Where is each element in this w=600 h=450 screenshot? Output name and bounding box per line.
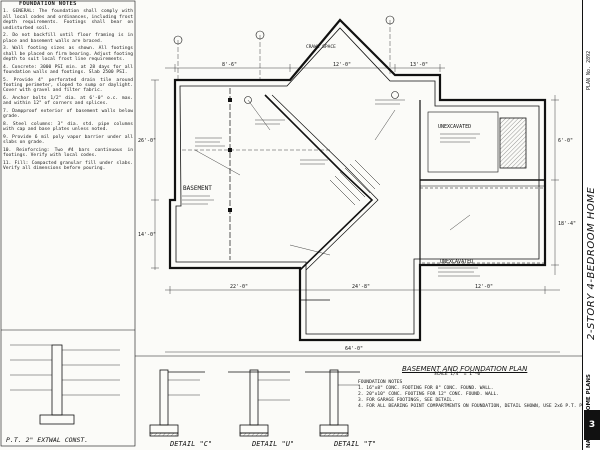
footing-note-item: 1. 16"x8" CONC. FOOTING FOR 8" CONC. FOU… <box>358 386 494 391</box>
sheet-number: 3 <box>584 410 600 440</box>
note-item: 3. Wall footing sizes as shown. All foot… <box>3 46 133 63</box>
home-title: 2-STORY 4-BEDROOM HOME <box>586 186 597 340</box>
detail-u-caption: DETAIL "U" <box>251 440 294 448</box>
plan-note-blocks <box>182 99 480 277</box>
interior-leaders <box>194 99 471 256</box>
note-item: 2. Do not backfill until floor framing i… <box>3 33 133 44</box>
dim-overall: 64'-0" <box>345 346 363 352</box>
foundation-notes: FOUNDATION NOTES 1. GENERAL: The foundat… <box>3 1 133 327</box>
note-item: 7. Dampproof exterior of basement walls … <box>3 109 133 120</box>
dim-right-1: 6'-0" <box>558 138 573 144</box>
note-item: 11. Fill: Compacted granular fill under … <box>3 161 133 172</box>
note-item: 4. Concrete: 3000 PSI min. at 28 days fo… <box>3 64 133 76</box>
note-item: 9. Provide 6 mil poly vapor barrier unde… <box>3 135 133 146</box>
dim-top-mid: 12'-0" <box>333 62 351 68</box>
section-markers <box>173 15 399 104</box>
chimney-hatch <box>499 117 527 169</box>
dim-bottom-3: 12'-0" <box>475 284 493 290</box>
notes-heading: FOUNDATION NOTES <box>19 1 77 7</box>
garage-inner-outline <box>427 111 499 173</box>
detail-t-caption: DETAIL "T" <box>333 440 376 448</box>
footing-note-item: 2. 20"x10" CONC. FOOTING FOR 12" CONC. F… <box>358 392 500 397</box>
note-item: 5. Provide 4" perforated drain tile arou… <box>3 77 133 94</box>
note-item: 10. Reinforcing: Two #4 bars continuous … <box>3 148 133 159</box>
dimension-labels: 8'-6" 12'-0" 13'-0" 6'-0" 18'-4" 22'-0" … <box>138 62 576 352</box>
detail-c-caption: DETAIL "C" <box>169 440 212 448</box>
detail-captions: P.T. 2" EXTWAL CONST. DETAIL "C" DETAIL … <box>6 436 376 448</box>
basement-stairs <box>329 159 381 206</box>
room-label-unexcavated-porch: UNEXCAVATED <box>440 259 473 265</box>
room-label-basement: BASEMENT <box>183 185 212 192</box>
dimension-lines <box>151 20 560 353</box>
room-label-unexcavated-garage: UNEXCAVATED <box>438 124 471 130</box>
dim-left-1: 26'-0" <box>138 138 156 144</box>
side-title-strip: PLAN No. 2892 2-STORY 4-BEDROOM HOME NAT… <box>582 0 600 450</box>
room-label-crawl: CRAWL SPACE <box>306 44 336 50</box>
plan-title: BASEMENT AND FOUNDATION PLAN <box>402 365 528 373</box>
dim-left-2: 14'-0" <box>138 232 156 238</box>
notes-list: 1. GENERAL: The foundation shall comply … <box>3 9 133 171</box>
footing-note-item: 4. FOR ALL BEARING POINT COMPARTMENTS ON… <box>358 404 596 409</box>
wall-details <box>10 344 360 437</box>
plan-title-block: BASEMENT AND FOUNDATION PLAN SCALE 1/4" … <box>358 365 596 446</box>
detail-ext-const-caption: P.T. 2" EXTWAL CONST. <box>6 436 88 444</box>
dim-right-2: 18'-4" <box>558 221 576 227</box>
dim-bottom-2: 24'-8" <box>352 284 370 290</box>
plan-number: PLAN No. 2892 <box>586 50 592 90</box>
footing-note-item: FOUNDATION NOTES <box>358 380 403 385</box>
dim-top-left: 8'-6" <box>222 62 237 68</box>
dim-bottom-1: 22'-0" <box>230 284 248 290</box>
note-item: 1. GENERAL: The foundation shall comply … <box>3 9 133 31</box>
dim-top-right: 13'-0" <box>410 62 428 68</box>
notes-border <box>0 0 136 447</box>
note-item: 6. Anchor bolts 1/2" dia. at 6'-0" o.c. … <box>3 96 133 107</box>
foundation-walls <box>168 18 547 342</box>
footing-note-item: 3. FOR GARAGE FOOTINGS, SEE DETAIL. <box>358 398 455 403</box>
note-item: 8. Steel columns: 3" dia. std. pipe colu… <box>3 122 133 133</box>
plan-scale: SCALE 1/4" = 1'-0" <box>434 372 483 377</box>
